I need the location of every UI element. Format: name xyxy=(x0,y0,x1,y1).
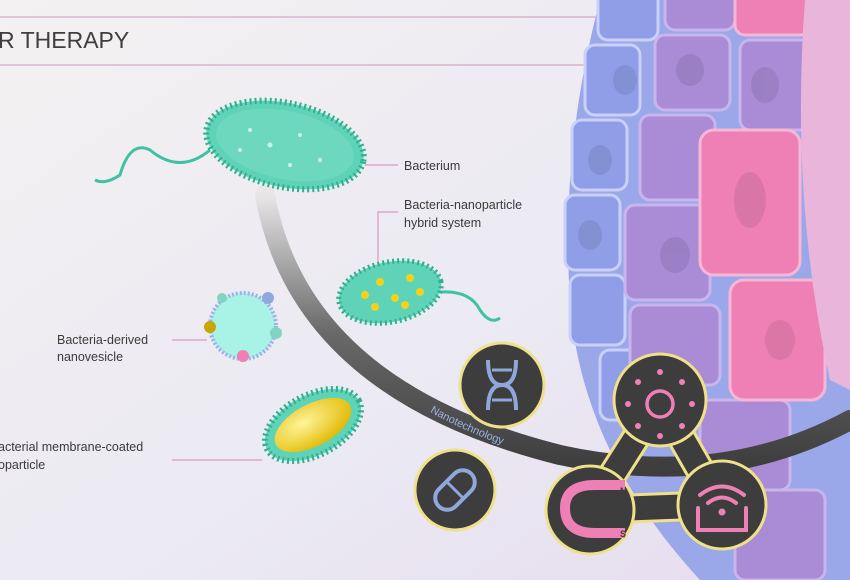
membrane-coated-nanoparticle-illustration xyxy=(261,385,365,465)
hybrid-leader-line xyxy=(377,211,398,262)
bacterium-illustration xyxy=(94,97,367,193)
magnet-south-label: S xyxy=(620,529,626,539)
hybrid-label-line2: hybrid system xyxy=(404,216,481,230)
nanovesicle-illustration xyxy=(204,291,282,362)
nanotechnology-pathway xyxy=(255,185,850,477)
light-burst-icon xyxy=(612,352,708,448)
coated-label-line2: oparticle xyxy=(0,458,45,472)
pill-icon xyxy=(413,448,497,532)
page-title: R THERAPY xyxy=(0,27,129,53)
vesicle-label-line2: nanovesicle xyxy=(57,350,123,364)
bacterium-label: Bacterium xyxy=(404,159,460,173)
magnet-icon: N S xyxy=(544,464,636,556)
dna-icon xyxy=(458,341,546,429)
hybrid-system-illustration xyxy=(336,258,501,326)
coated-label-line1: acterial membrane-coated xyxy=(0,440,143,454)
vesicle-label-line1: Bacteria-derived xyxy=(57,333,148,347)
connector-ring xyxy=(578,388,732,522)
magnet-north-label: N xyxy=(620,486,627,496)
hybrid-label-line1: Bacteria-nanoparticle xyxy=(404,198,522,212)
wireless-icon xyxy=(676,459,768,551)
